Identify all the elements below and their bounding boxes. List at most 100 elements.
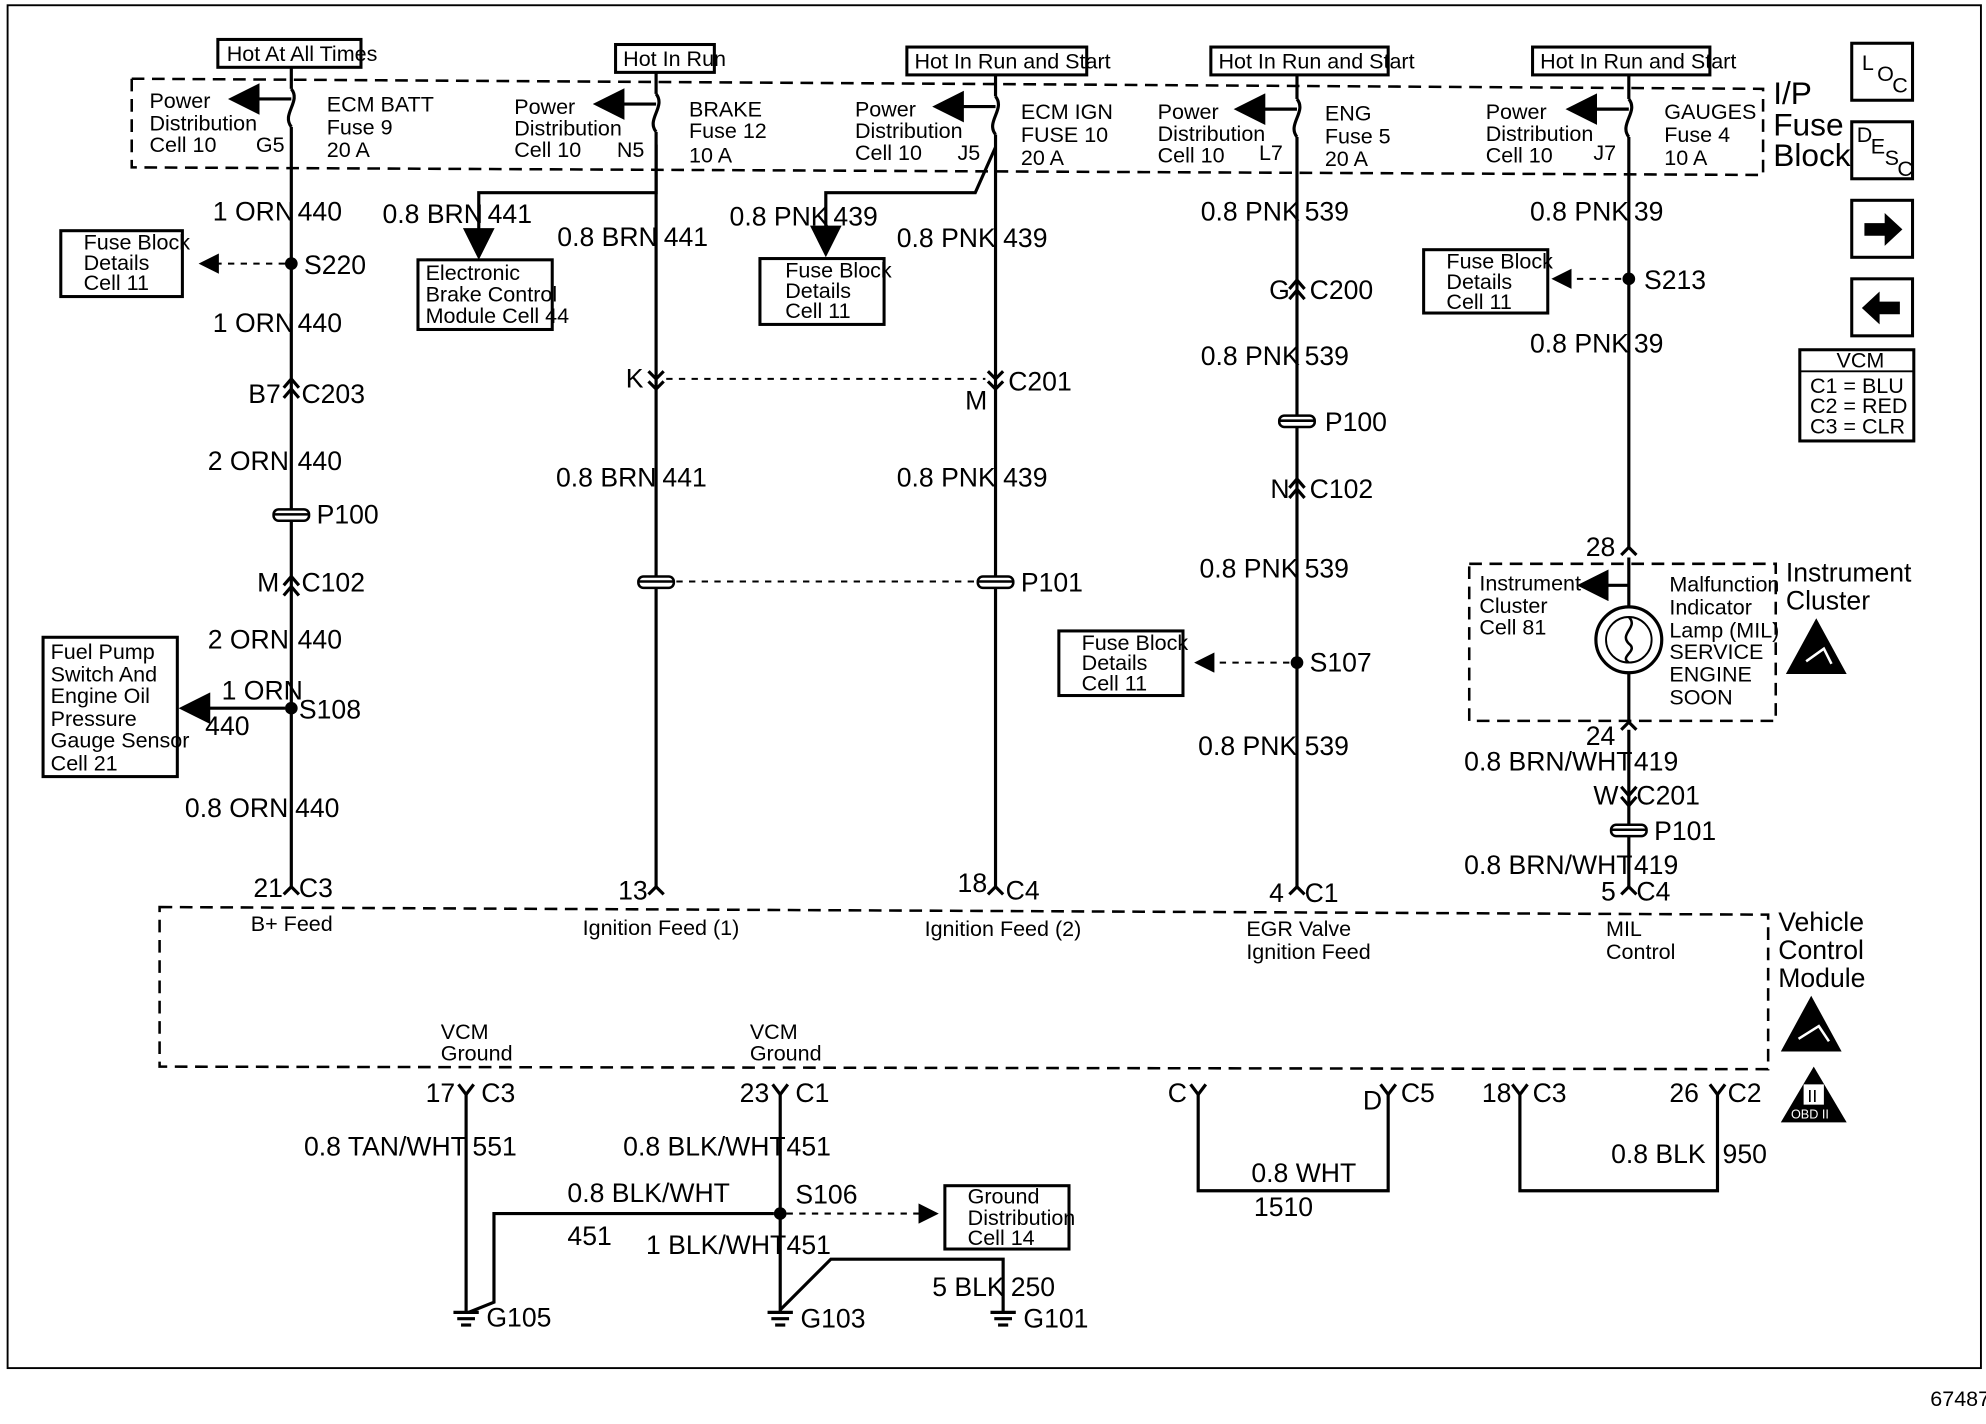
svg-text:451: 451	[787, 1131, 831, 1161]
svg-text:39: 39	[1634, 197, 1664, 227]
svg-text:0.8 BRN: 0.8 BRN	[383, 199, 483, 229]
svg-text:4: 4	[1269, 878, 1284, 908]
svg-text:0.8 BRN/WHT: 0.8 BRN/WHT	[1464, 850, 1632, 880]
header-hot-at-all-times: Hot At All Times	[216, 37, 377, 69]
svg-text:C2: C2	[1728, 1078, 1762, 1108]
svg-text:21: 21	[253, 873, 283, 903]
svg-text:0.8 WHT: 0.8 WHT	[1251, 1158, 1356, 1188]
circuit-539: 0.8 PNK 539 G C200 0.8 PNK 539 P100 N C1…	[1194, 197, 1387, 908]
svg-text:24: 24	[1586, 721, 1616, 751]
svg-text:Fuel Pump Switch And: Fuel Pump Switch And Engine Oil Pressure…	[51, 640, 196, 775]
svg-text:G105: G105	[486, 1302, 551, 1332]
svg-text:C201: C201	[1636, 780, 1700, 810]
svg-text:0.8 BLK/WHT: 0.8 BLK/WHT	[623, 1131, 785, 1161]
ground-circuit-250: 5 BLK 250 G101	[779, 1257, 1088, 1334]
loc-icon[interactable]: L O C	[1850, 41, 1915, 102]
svg-text:Malfunction Indicator: Malfunction Indicator Lamp (MIL) SERVICE…	[1669, 573, 1785, 710]
desc-icon[interactable]: D E S C	[1850, 120, 1915, 181]
svg-text:C: C	[1892, 74, 1908, 98]
svg-text:18: 18	[1482, 1078, 1512, 1108]
svg-text:J5: J5	[958, 141, 981, 165]
fuse-block-title: I/P Fuse Block	[1773, 75, 1852, 173]
svg-text:0.8 TAN/WHT: 0.8 TAN/WHT	[304, 1131, 467, 1161]
svg-text:1510: 1510	[1254, 1192, 1313, 1222]
svg-text:2 ORN: 2 ORN	[208, 446, 289, 476]
header-hot-in-run-and-start-3: Hot In Run and Start	[1531, 45, 1736, 77]
svg-text:451: 451	[567, 1221, 611, 1251]
ground-circuit-551: 17 C3 0.8 TAN/WHT 551 G105	[304, 1078, 551, 1332]
svg-text:440: 440	[298, 446, 342, 476]
svg-text:W: W	[1593, 780, 1618, 810]
svg-text:C5: C5	[1401, 1078, 1435, 1108]
svg-text:0.8 PNK: 0.8 PNK	[1530, 328, 1629, 358]
svg-text:B+ Feed: B+ Feed	[251, 912, 333, 936]
svg-text:551: 551	[472, 1131, 516, 1161]
svg-text:17: 17	[426, 1078, 456, 1108]
svg-text:C4: C4	[1636, 877, 1670, 907]
arrow-left-icon[interactable]	[1850, 277, 1915, 338]
svg-text:B7: B7	[248, 379, 281, 409]
svg-text:440: 440	[298, 197, 342, 227]
svg-text:S107: S107	[1310, 647, 1372, 677]
svg-text:Hot In Run and Start: Hot In Run and Start	[1218, 50, 1414, 74]
svg-text:Hot In Run and Start: Hot In Run and Start	[914, 50, 1110, 74]
svg-text:440: 440	[298, 308, 342, 338]
obd-ii-icon: II OBD II	[1780, 1066, 1847, 1123]
svg-text:L7: L7	[1259, 141, 1283, 165]
svg-text:0.8 BRN/WHT: 0.8 BRN/WHT	[1464, 746, 1632, 776]
svg-text:C: C	[1897, 157, 1913, 181]
svg-text:0.8 PNK: 0.8 PNK	[897, 223, 996, 253]
svg-text:439: 439	[1003, 463, 1047, 493]
fuel-pump-box[interactable]: Fuel Pump Switch And Engine Oil Pressure…	[41, 635, 196, 779]
svg-text:0.8 BLK/WHT: 0.8 BLK/WHT	[567, 1178, 729, 1208]
svg-text:OBD II: OBD II	[1791, 1108, 1829, 1122]
svg-text:441: 441	[662, 463, 706, 493]
svg-text:P100: P100	[1325, 407, 1387, 437]
svg-text:26: 26	[1669, 1078, 1699, 1108]
svg-text:D: D	[1363, 1086, 1382, 1116]
circuit-39: 0.8 PNK 39 S213 0.8 PNK 39 28	[1530, 197, 1706, 563]
ground-icon	[453, 1310, 479, 1327]
svg-text:Ignition Feed (2): Ignition Feed (2)	[925, 917, 1082, 941]
svg-text:S106: S106	[795, 1179, 857, 1209]
header-hot-in-run-and-start-1: Hot In Run and Start	[905, 45, 1111, 77]
svg-text:0.8 PNK: 0.8 PNK	[1198, 731, 1297, 761]
svg-text:VCM: VCM	[1837, 348, 1885, 372]
svg-text:950: 950	[1723, 1139, 1767, 1169]
svg-text:G: G	[1269, 275, 1290, 305]
svg-text:C203: C203	[301, 379, 365, 409]
svg-text:K: K	[626, 364, 644, 394]
svg-text:439: 439	[833, 202, 877, 232]
svg-text:C4: C4	[1006, 875, 1040, 905]
svg-text:28: 28	[1586, 532, 1616, 562]
svg-text:0.8 BLK: 0.8 BLK	[1611, 1139, 1706, 1169]
svg-text:0.8 PNK: 0.8 PNK	[897, 463, 996, 493]
arrow-right-icon[interactable]	[1850, 198, 1915, 259]
svg-text:0.8 BRN: 0.8 BRN	[557, 222, 657, 252]
svg-text:Hot In Run and Start: Hot In Run and Start	[1540, 50, 1736, 74]
svg-text:441: 441	[488, 199, 532, 229]
diagram-frame	[6, 4, 1982, 1370]
svg-text:S: S	[1885, 146, 1899, 170]
